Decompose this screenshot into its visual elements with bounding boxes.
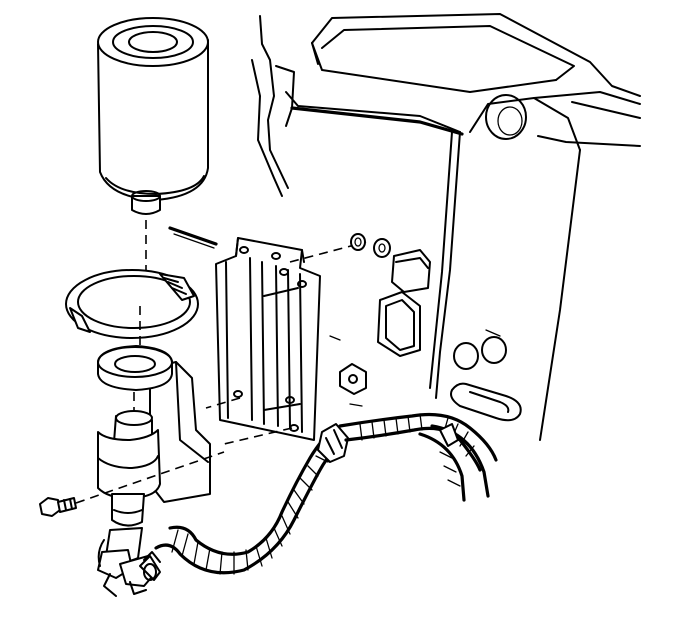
bracket-washers bbox=[350, 233, 391, 258]
alignment-line-bolt bbox=[75, 451, 225, 504]
fuel-line-fitting bbox=[97, 527, 161, 597]
alignment-line-lower bbox=[205, 397, 241, 409]
fuel-filter-cartridge bbox=[97, 17, 209, 215]
bracket-bolt bbox=[39, 497, 77, 517]
body-panel bbox=[251, 13, 641, 441]
mounting-bracket bbox=[215, 237, 321, 441]
filter-housing bbox=[97, 410, 161, 527]
alignment-line-bottom bbox=[223, 427, 293, 445]
filter-seal bbox=[97, 345, 173, 391]
retaining-ring bbox=[65, 226, 218, 339]
wiring-harness bbox=[154, 412, 498, 575]
